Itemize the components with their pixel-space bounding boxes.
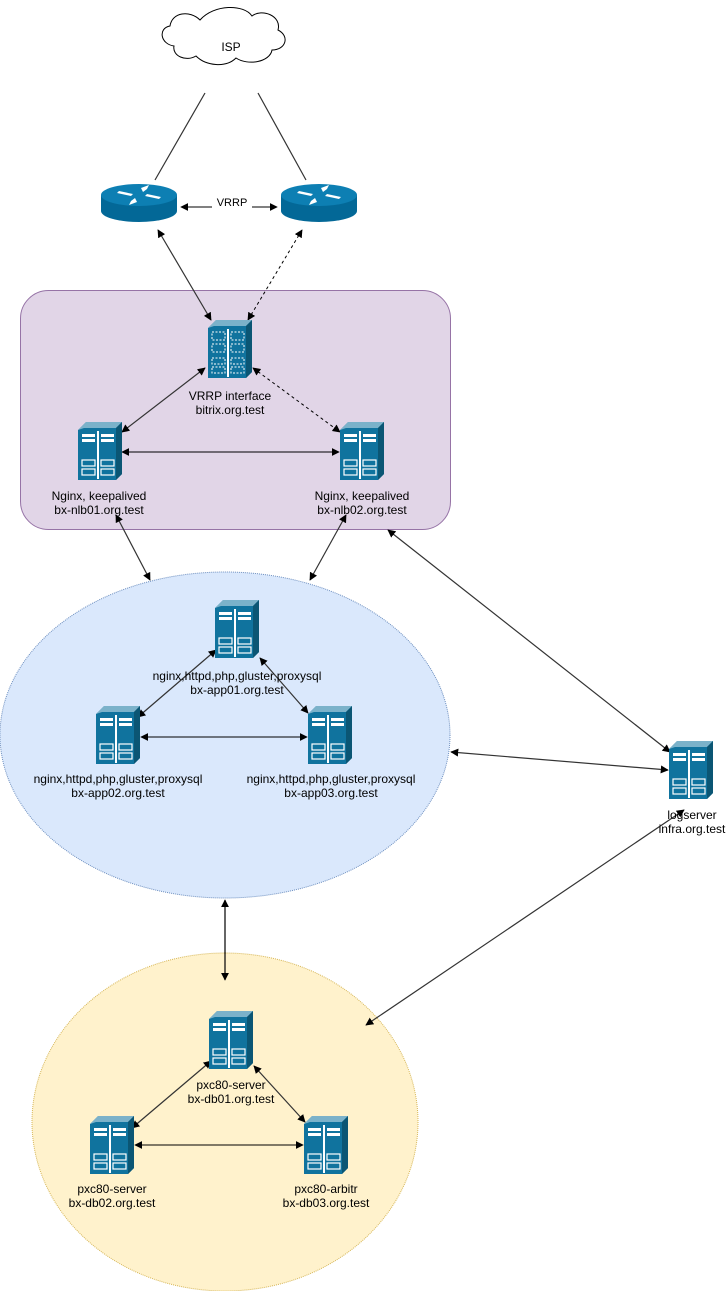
vip-role-label: VRRP interface xyxy=(189,389,272,403)
nlb01-host-label: bx-nlb01.org.test xyxy=(54,503,144,517)
nlb02-app-link xyxy=(309,514,347,581)
db01-host-label: bx-db01.org.test xyxy=(188,1092,275,1106)
nlb02-role-label: Nginx, keepalived xyxy=(315,489,410,503)
app-logserver-link xyxy=(450,748,669,774)
server-icon xyxy=(208,1010,254,1070)
router-icon xyxy=(101,184,177,222)
db01-role-label: pxc80-server xyxy=(196,1078,265,1092)
virtual-server-icon xyxy=(207,319,253,379)
app03-role-label: nginx,httpd,php,gluster,proxysql xyxy=(247,772,416,786)
isp-router1-link xyxy=(154,92,206,181)
app02-host-label: bx-app02.org.test xyxy=(71,786,165,800)
app01-host-label: bx-app01.org.test xyxy=(190,683,284,697)
server-icon xyxy=(303,1115,349,1175)
db-logserver-link xyxy=(365,809,685,1026)
vrrp-label: VRRP xyxy=(217,197,248,209)
server-icon xyxy=(668,740,714,800)
router-icon xyxy=(281,184,357,222)
nlb02-host-label: bx-nlb02.org.test xyxy=(317,503,407,517)
db01-db03-link xyxy=(253,1065,306,1123)
app03-host-label: bx-app03.org.test xyxy=(284,786,378,800)
nlb01-role-label: Nginx, keepalived xyxy=(52,489,147,503)
db-cluster-zone xyxy=(31,952,419,1291)
router1-vip-link xyxy=(157,229,212,321)
db03-role-label: pxc80-arbitr xyxy=(294,1182,357,1196)
app01-role-label: nginx,httpd,php,gluster,proxysql xyxy=(153,669,322,683)
app02-role-label: nginx,httpd,php,gluster,proxysql xyxy=(34,772,203,786)
server-icon xyxy=(339,421,385,481)
server-icon xyxy=(95,705,141,765)
isp-label: ISP xyxy=(221,40,240,54)
vip-nlb01-link xyxy=(121,367,206,433)
db02-host-label: bx-db02.org.test xyxy=(69,1196,156,1210)
server-icon xyxy=(89,1115,135,1175)
logserver-role-label: logserver xyxy=(667,808,716,822)
nlb01-app-link xyxy=(115,514,151,581)
app01-app02-link xyxy=(137,649,217,718)
vip-host-label: bitrix.org.test xyxy=(196,403,265,417)
logserver-host-label: infra.org.test xyxy=(659,822,726,836)
isp-router2-link xyxy=(257,92,307,181)
server-icon xyxy=(214,599,260,659)
nlb-logserver-link xyxy=(387,529,671,753)
db03-host-label: bx-db03.org.test xyxy=(283,1196,370,1210)
db02-role-label: pxc80-server xyxy=(77,1182,146,1196)
server-icon xyxy=(307,705,353,765)
vip-nlb02-link xyxy=(252,367,341,433)
db01-db02-link xyxy=(131,1060,212,1129)
server-icon xyxy=(77,421,123,481)
app01-app03-link xyxy=(259,657,309,714)
cloud-icon xyxy=(161,6,286,65)
